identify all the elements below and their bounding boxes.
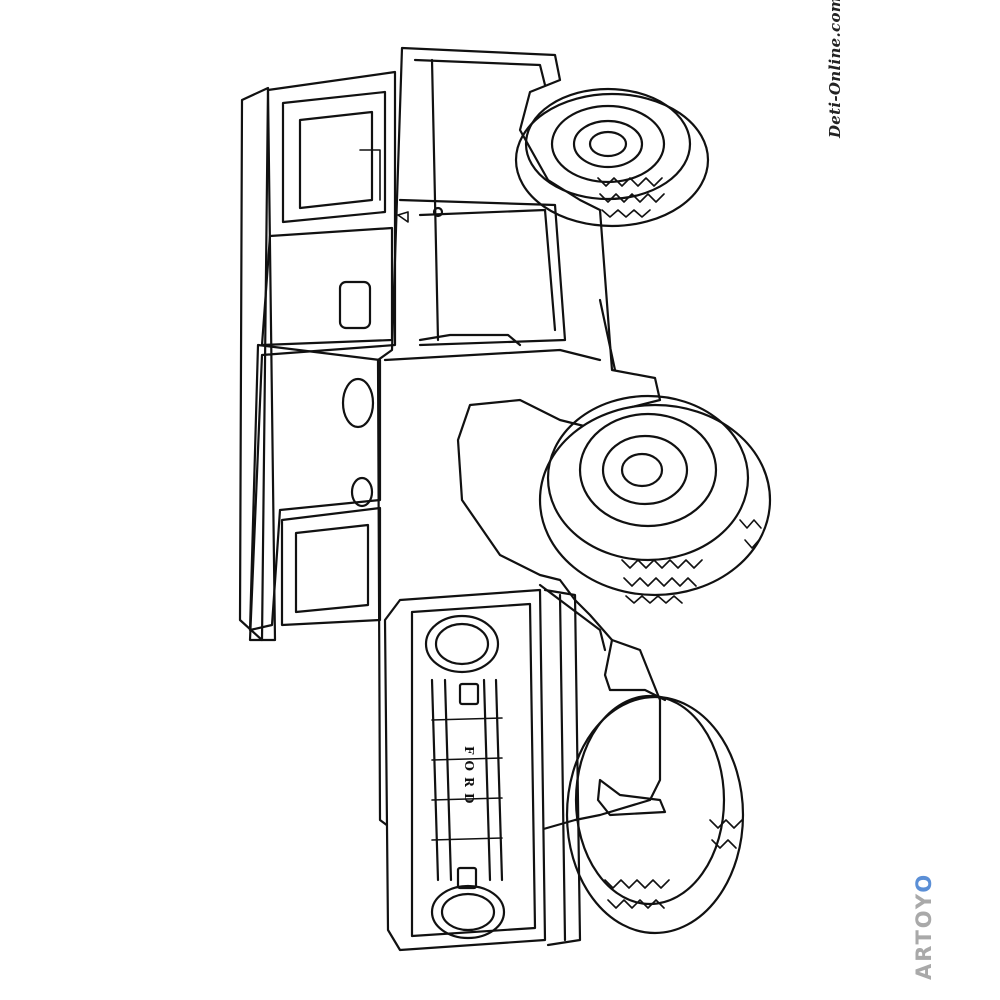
rear-wheel <box>514 87 710 228</box>
site-watermark: Deti-Online.com <box>826 0 844 138</box>
mid-wheel <box>538 394 772 604</box>
front-grille <box>383 588 582 952</box>
ford-letters: FORD <box>462 746 476 809</box>
front-wheel <box>565 694 745 935</box>
body <box>376 46 667 837</box>
brand-watermark-accent: O <box>912 872 936 893</box>
brand-watermark-main: ARTOY <box>912 892 936 980</box>
brand-watermark: ARTOYO <box>912 870 940 980</box>
windshield-frame <box>238 70 397 642</box>
grille-lettering: FORD <box>462 746 476 809</box>
